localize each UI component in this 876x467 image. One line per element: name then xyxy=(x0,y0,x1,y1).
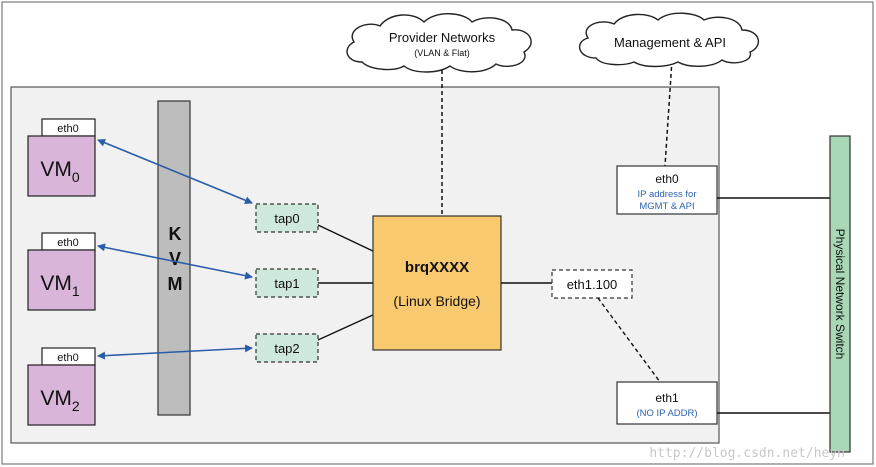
bridge-type: (Linux Bridge) xyxy=(393,293,480,309)
tap-2: tap2 xyxy=(255,333,319,363)
eth0-name: eth0 xyxy=(655,172,679,186)
kvm-hypervisor: K V M xyxy=(157,100,191,416)
vlan-eth1-dashed-link xyxy=(597,297,661,383)
kvm-letter-m: M xyxy=(168,274,183,294)
tap0-bridge-link xyxy=(317,224,376,253)
vm2-tap2-arrow xyxy=(97,344,253,360)
management-dashed-link xyxy=(664,59,673,167)
vm-0-box xyxy=(27,135,96,197)
vlan-interface-label: eth1.100 xyxy=(567,277,618,292)
vm-0-label: VM0 xyxy=(40,158,80,185)
vm-1-nic-label: eth0 xyxy=(57,237,78,249)
vm-1: eth0 VM1 xyxy=(27,232,96,311)
eth1-interface: eth1 (NO IP ADDR) xyxy=(616,381,718,425)
vm1-tap1-arrow xyxy=(97,243,253,280)
vm-1-label: VM1 xyxy=(40,272,80,299)
kvm-letter-k: K xyxy=(169,224,182,244)
tap-2-label: tap2 xyxy=(274,341,299,356)
tap-0-label: tap0 xyxy=(274,211,299,226)
linux-bridge: brqXXXX (Linux Bridge) xyxy=(372,215,502,351)
vm0-tap0-arrow xyxy=(97,138,253,205)
eth0-management-interface: eth0 IP address for MGMT & API xyxy=(616,165,718,215)
watermark-text: http://blog.csdn.net/heyh xyxy=(649,446,845,461)
vm-1-box xyxy=(27,249,96,311)
tap-1-label: tap1 xyxy=(274,276,299,291)
provider-networks-title: Provider Networks xyxy=(389,30,496,45)
compute-host-box xyxy=(10,86,720,444)
provider-networks-subtitle: (VLAN & Flat) xyxy=(414,48,470,58)
tap-0: tap0 xyxy=(255,203,319,233)
eth0-line2: MGMT & API xyxy=(639,201,694,212)
eth1-line1: (NO IP ADDR) xyxy=(636,408,697,419)
eth0-line1: IP address for xyxy=(638,189,697,200)
eth1-name: eth1 xyxy=(655,391,679,405)
tap-1: tap1 xyxy=(255,268,319,298)
switch-label: Physical Network Switch xyxy=(833,229,847,360)
vm-2-label: VM2 xyxy=(40,387,80,414)
management-api-cloud: Management & API xyxy=(578,12,760,68)
vm-0: eth0 VM0 xyxy=(27,118,96,197)
tap2-bridge-link xyxy=(317,313,376,341)
vlan-interface: eth1.100 xyxy=(551,269,633,299)
vm-2-box xyxy=(27,364,96,426)
vm-2: eth0 VM2 xyxy=(27,347,96,426)
vm-2-nic-label: eth0 xyxy=(57,352,78,364)
kvm-letter-v: V xyxy=(169,249,181,269)
vm-0-nic-label: eth0 xyxy=(57,123,78,135)
provider-networks-cloud: Provider Networks (VLAN & Flat) xyxy=(346,13,532,73)
physical-network-switch: Physical Network Switch xyxy=(829,135,851,453)
management-api-title: Management & API xyxy=(614,35,726,50)
bridge-name: brqXXXX xyxy=(405,259,469,276)
